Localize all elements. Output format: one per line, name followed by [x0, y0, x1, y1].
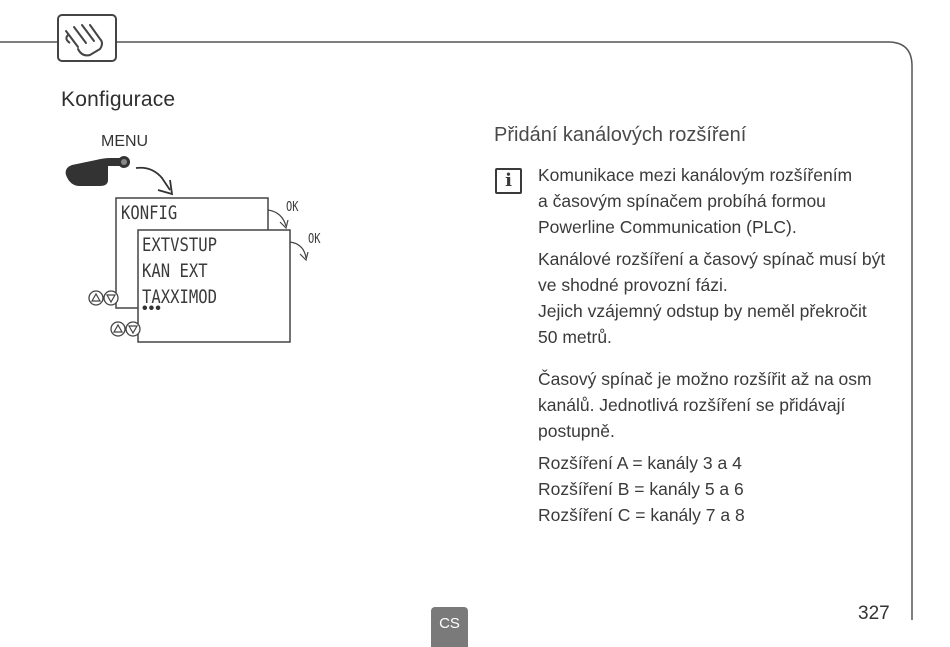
text-line: Rozšíření A = kanály 3 a 4	[538, 453, 742, 473]
info-icon: i	[495, 168, 522, 194]
lcd-screen2-line: TAXXIMOD	[142, 286, 218, 308]
more-indicator: •••	[142, 300, 162, 317]
text-line: a časovým spínačem probíhá formou	[538, 191, 826, 211]
down-arrow-button-icon	[103, 290, 119, 306]
paragraph-channels: Rozšíření A = kanály 3 a 4 Rozšíření B =…	[538, 450, 898, 528]
lcd-screen2-line: KAN EXT	[142, 260, 208, 282]
text-line: Rozšíření B = kanály 5 a 6	[538, 479, 744, 499]
text-line: Jejich vzájemný odstup by neměl překroči…	[538, 301, 867, 321]
text-line: Časový spínač je možno rozšířit až na os…	[538, 369, 872, 389]
text-line: Rozšíření C = kanály 7 a 8	[538, 505, 745, 525]
text-line: Kanálové rozšíření a časový spínač musí …	[538, 249, 886, 269]
page-number: 327	[858, 603, 890, 624]
up-arrow-button-icon	[88, 290, 104, 306]
text-line: 50 metrů.	[538, 327, 612, 347]
paragraph-expansion: Časový spínač je možno rozšířit až na os…	[538, 366, 898, 444]
menu-label: MENU	[101, 133, 149, 150]
hand-pointing-icon	[65, 156, 130, 186]
section-title: Konfigurace	[61, 88, 176, 111]
text-line: Powerline Communication (PLC).	[538, 217, 797, 237]
subsection-heading: Přidání kanálových rozšíření	[494, 124, 747, 146]
text-line: kanálů. Jednotlivá rozšíření se přidávaj…	[538, 395, 846, 415]
hand-gesture-icon	[57, 14, 117, 62]
ok-label-1: OK	[286, 200, 299, 215]
paragraph-phase: Kanálové rozšíření a časový spínač musí …	[538, 246, 898, 350]
paragraph-plc: Komunikace mezi kanálovým rozšířením a č…	[538, 162, 898, 240]
text-line: ve shodné provozní fázi.	[538, 275, 728, 295]
text-line: postupně.	[538, 421, 615, 441]
lcd-screen1-line: KONFIG	[121, 202, 178, 224]
ok-label-2: OK	[308, 232, 321, 247]
curved-arrow-icon	[135, 166, 171, 191]
language-badge: CS	[431, 607, 468, 647]
text-line: Komunikace mezi kanálovým rozšířením	[538, 165, 853, 185]
lcd-screen2-line: EXTVSTUP	[142, 234, 218, 256]
